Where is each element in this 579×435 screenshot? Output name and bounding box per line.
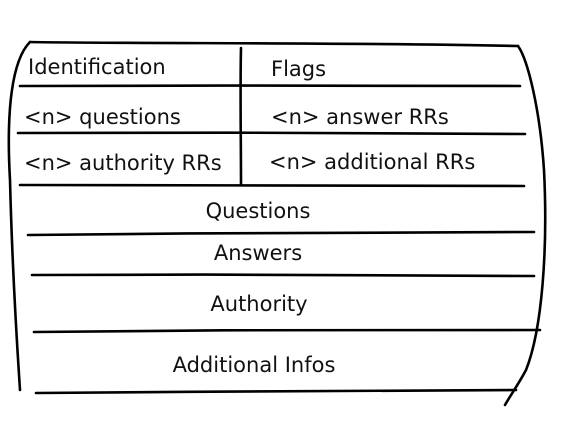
divider-authority bbox=[32, 328, 542, 334]
divider-questions bbox=[26, 230, 536, 237]
divider-bottom bbox=[34, 388, 518, 395]
flags-field-label: Flags bbox=[271, 57, 326, 81]
frame-left-edge bbox=[7, 40, 32, 392]
divider-count-row-1 bbox=[16, 131, 527, 136]
questions-section-label: Questions bbox=[206, 199, 311, 223]
questions-count-label: <n> questions bbox=[24, 105, 181, 129]
additional-infos-section-label: Additional Infos bbox=[173, 353, 336, 377]
answers-section-label: Answers bbox=[214, 241, 302, 265]
answer-rrs-count-label: <n> answer RRs bbox=[271, 105, 449, 129]
frame-top-edge bbox=[28, 40, 520, 48]
authority-section-label: Authority bbox=[210, 292, 307, 316]
divider-answers bbox=[30, 273, 536, 278]
identification-field-label: Identification bbox=[28, 55, 166, 79]
frame-right-edge bbox=[503, 44, 547, 407]
divider-count-row-2 bbox=[18, 183, 526, 188]
authority-rrs-count-label: <n> authority RRs bbox=[24, 151, 222, 175]
additional-rrs-count-label: <n> additional RRs bbox=[269, 150, 475, 174]
